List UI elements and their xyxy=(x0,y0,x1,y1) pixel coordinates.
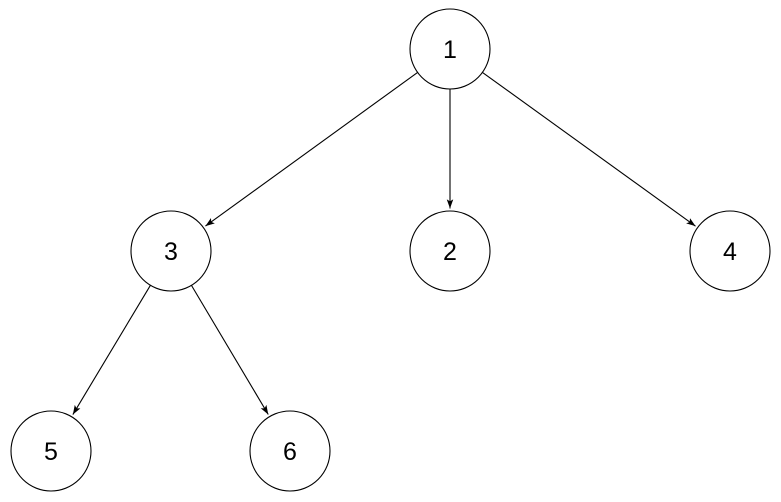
nodes-layer: 1 2 3 4 5 6 xyxy=(10,8,771,492)
node-label-4: 4 xyxy=(723,238,737,266)
node-circle-5[interactable] xyxy=(10,410,92,492)
node-label-3: 3 xyxy=(164,238,178,266)
graph-edge-1-to-3 xyxy=(205,72,418,227)
node-circle-1[interactable] xyxy=(409,8,491,90)
graph-node-6[interactable]: 6 xyxy=(249,410,331,492)
graph-node-5[interactable]: 5 xyxy=(10,410,92,492)
graph-edge-3-to-6 xyxy=(190,285,269,415)
node-circle-4[interactable] xyxy=(689,210,771,292)
node-circle-2[interactable] xyxy=(409,210,491,292)
node-label-5: 5 xyxy=(44,438,58,466)
graph-node-2[interactable]: 2 xyxy=(409,210,491,292)
graph-node-3[interactable]: 3 xyxy=(130,210,212,292)
graph-node-4[interactable]: 4 xyxy=(689,210,771,292)
graph-edge-1-to-4 xyxy=(482,71,696,227)
graph-edge-3-to-5 xyxy=(72,285,151,415)
node-label-1: 1 xyxy=(443,36,457,64)
edges-layer xyxy=(72,71,696,415)
node-circle-6[interactable] xyxy=(249,410,331,492)
node-circle-3[interactable] xyxy=(130,210,212,292)
node-label-2: 2 xyxy=(443,238,457,266)
graph-node-1[interactable]: 1 xyxy=(409,8,491,90)
node-label-6: 6 xyxy=(283,438,297,466)
